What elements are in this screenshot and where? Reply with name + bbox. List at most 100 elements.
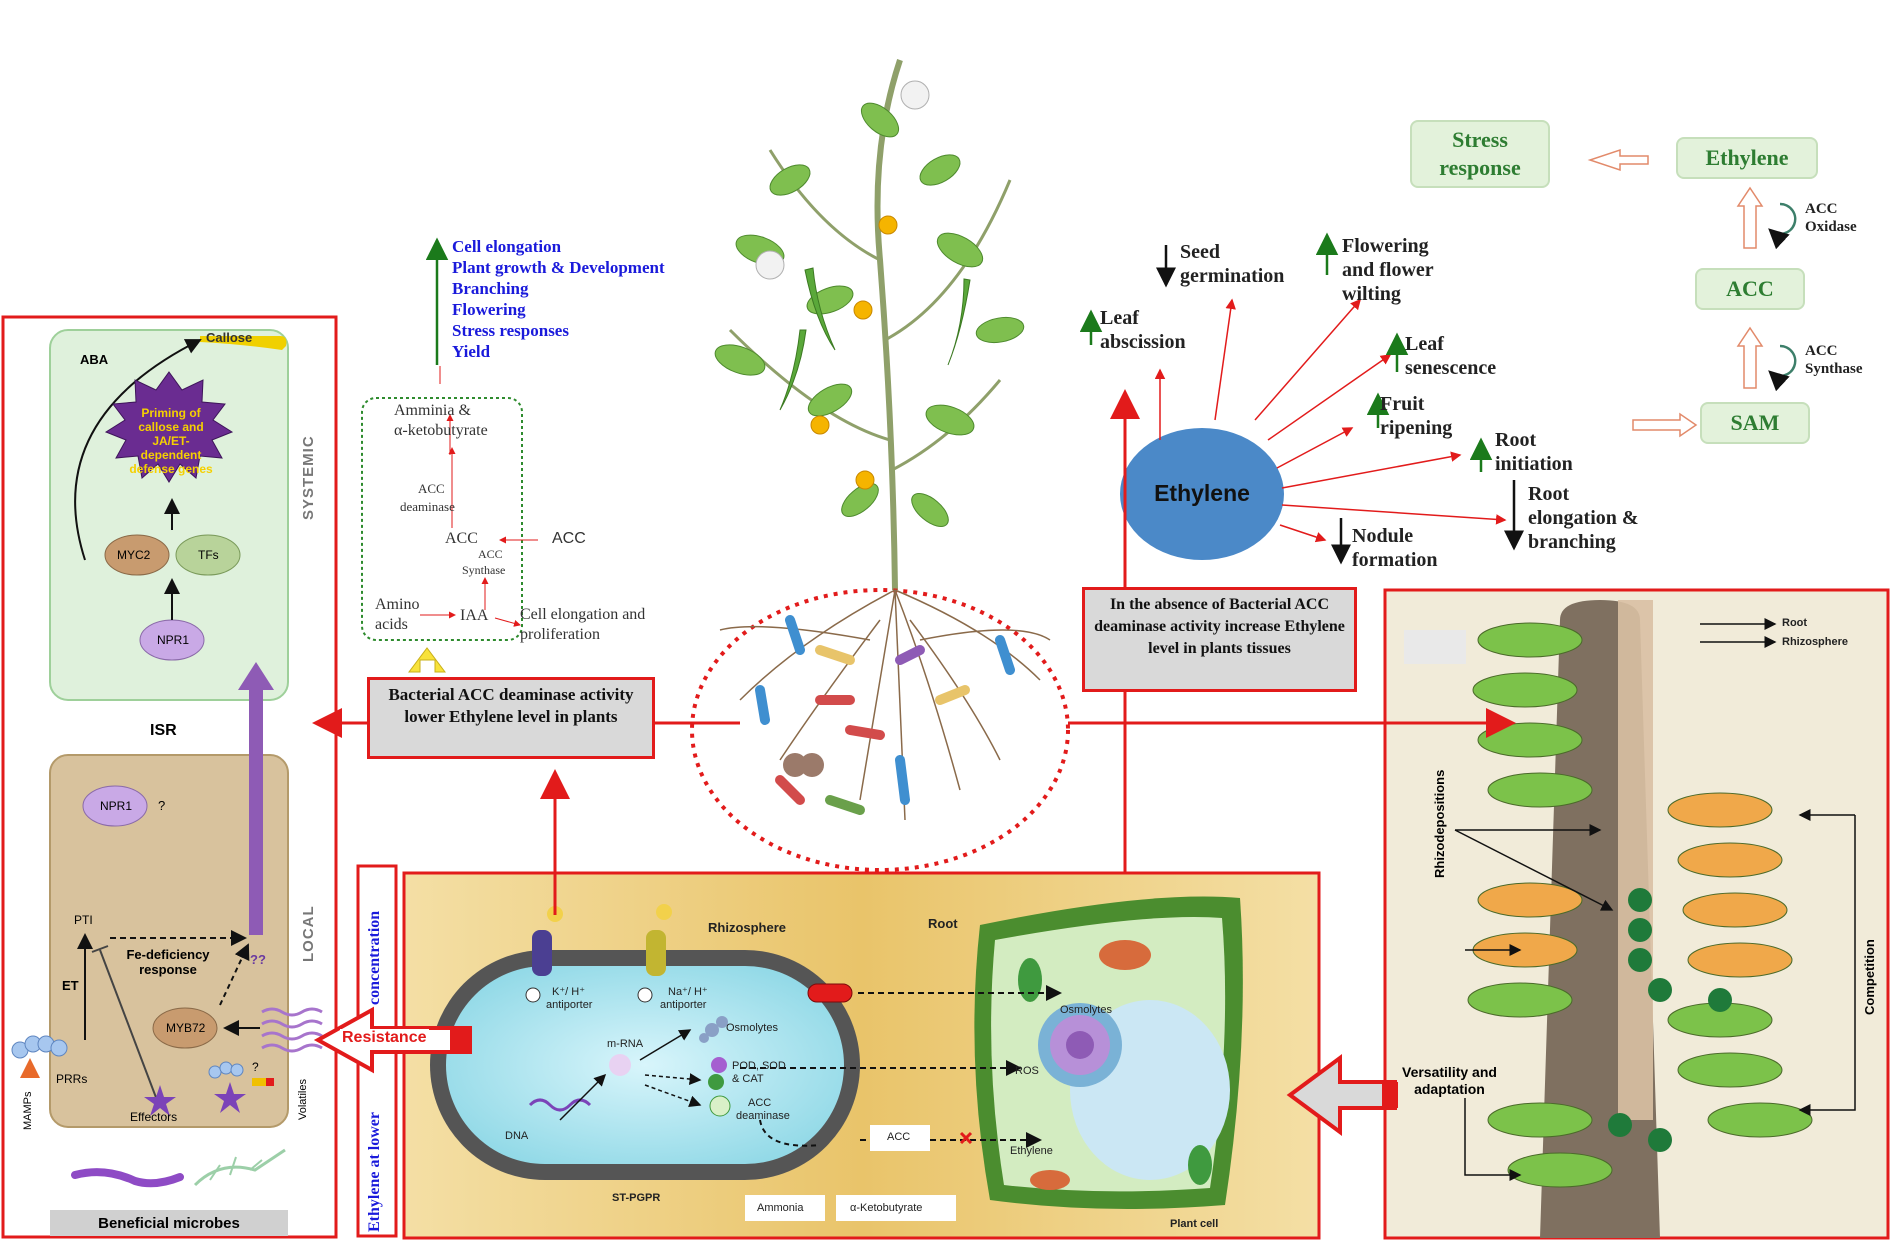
mrna-label: m-RNA bbox=[607, 1038, 644, 1050]
acc-right-label: ACC bbox=[552, 530, 586, 547]
myc2-label: MYC2 bbox=[117, 548, 151, 562]
benefit-item: Yield bbox=[452, 342, 491, 361]
rhizo-bacterium bbox=[1707, 1102, 1813, 1138]
bacterial-acc-text: Bacterial ACC deaminase activity lower E… bbox=[388, 685, 634, 726]
left-panel-frame bbox=[1, 315, 338, 1239]
rhizodeposit bbox=[1628, 888, 1652, 912]
ethylene-bottom-label: Ethylene bbox=[1010, 1145, 1053, 1157]
ethylene-lower-label-2: concentration bbox=[366, 910, 383, 1005]
k-antiporter-label: K⁺/ H⁺antiporter bbox=[546, 986, 593, 1011]
ammonia-label: Ammonia bbox=[757, 1202, 804, 1214]
aketobutyrate-label: α-Ketobutyrate bbox=[850, 1202, 923, 1214]
ethylene-ellipse bbox=[1120, 428, 1284, 560]
rhizo-bacterium bbox=[1677, 1052, 1783, 1088]
tfs-oval bbox=[175, 534, 241, 576]
rhizosphere-label: Rhizosphere bbox=[708, 920, 787, 935]
na-antiporter-label: Na⁺/ H⁺antiporter bbox=[660, 986, 708, 1011]
systemic-box bbox=[49, 329, 289, 701]
arrow-ethylene-to-stress bbox=[1587, 148, 1649, 172]
isr-label: ISR bbox=[150, 722, 177, 739]
absence-acc-text: In the absence of Bacterial ACC deaminas… bbox=[1094, 596, 1345, 657]
volatiles-label: Volatiles bbox=[297, 1079, 309, 1120]
st-pgpr-label: ST-PGPR bbox=[612, 1192, 661, 1204]
tfs-label: TFs bbox=[198, 548, 219, 562]
cell-elong-label-1: Cell elongation and bbox=[520, 606, 646, 623]
rhizodeposit bbox=[1648, 1128, 1672, 1152]
pod-label: POD, SOD& CAT bbox=[732, 1060, 786, 1085]
rhizo-bacterium bbox=[1487, 772, 1593, 808]
rhizo-rhizosphere-label: Rhizosphere bbox=[1782, 636, 1849, 648]
prrs-beads bbox=[11, 1035, 68, 1059]
bacterial-acc-box: Bacterial ACC deaminase activity lower E… bbox=[367, 677, 655, 759]
npr1-local-label: NPR1 bbox=[100, 799, 133, 813]
effectors-label: Effectors bbox=[130, 1110, 178, 1124]
acc-bottom-label: ACC bbox=[887, 1131, 911, 1143]
q2-label: ? bbox=[252, 1060, 259, 1074]
aba-arrow bbox=[74, 339, 202, 561]
yellow-arrow bbox=[408, 647, 446, 673]
mamps-label: MAMPs bbox=[22, 1091, 34, 1131]
dna-label: DNA bbox=[505, 1130, 529, 1142]
rhizo-bacterium bbox=[1687, 942, 1793, 978]
acc-deaminase-label-2: deaminase bbox=[400, 499, 455, 514]
rhizo-bacterium bbox=[1667, 792, 1773, 828]
benefit-item: Cell elongation bbox=[452, 237, 562, 256]
mamps-triangle bbox=[20, 1058, 40, 1078]
competition-label: Competition bbox=[1862, 939, 1877, 1015]
qq-label: ?? bbox=[250, 952, 266, 967]
ethylene-center-label: Ethylene bbox=[1154, 480, 1250, 506]
rhizodeposit bbox=[1648, 978, 1672, 1002]
rhizodeposit bbox=[1628, 918, 1652, 942]
benefit-item: Stress responses bbox=[452, 321, 569, 340]
systemic-label: SYSTEMIC bbox=[300, 435, 317, 520]
acc-center-label: ACC bbox=[445, 530, 478, 547]
prrs-label: PRRs bbox=[56, 1072, 88, 1086]
rhizodeposit bbox=[1628, 948, 1652, 972]
benefit-item: Plant growth & Development bbox=[452, 258, 665, 277]
osmolytes-label: Osmolytes bbox=[726, 1022, 778, 1034]
rhizo-bacterium bbox=[1477, 622, 1583, 658]
benefit-item: Branching bbox=[452, 279, 529, 298]
myc2-oval bbox=[104, 534, 170, 576]
rhizo-bacterium bbox=[1507, 1152, 1613, 1188]
local-label: LOCAL bbox=[300, 905, 317, 962]
rhizo-bacterium bbox=[1477, 722, 1583, 758]
pathway-box bbox=[361, 397, 523, 641]
arrow-into-sam bbox=[1632, 412, 1698, 438]
osmolytes-plant-label: Osmolytes bbox=[1060, 1004, 1112, 1016]
effector-star-2 bbox=[214, 1082, 246, 1113]
ros-label: ROS bbox=[1015, 1065, 1039, 1077]
beneficial-bar bbox=[50, 1210, 288, 1236]
beneficial-microbes-label: Beneficial microbes bbox=[98, 1215, 240, 1232]
acc-deaminase-label-1: ACC bbox=[418, 481, 445, 496]
arrow-acc-to-ethylene bbox=[1736, 186, 1764, 249]
effector-star-1 bbox=[144, 1085, 176, 1116]
ketobutyrate-label: α-ketobutyrate bbox=[394, 422, 488, 439]
iaa-label: IAA bbox=[460, 607, 489, 624]
ethylene-box: Ethylene bbox=[1676, 137, 1818, 179]
acc-box: ACC bbox=[1695, 268, 1805, 310]
sam-box: SAM bbox=[1700, 402, 1810, 444]
rhizo-bacterium bbox=[1677, 842, 1783, 878]
myb72-label: MYB72 bbox=[166, 1021, 206, 1035]
acc-synthase-cycle bbox=[1768, 344, 1797, 392]
benefit-item: Flowering bbox=[452, 300, 526, 319]
resistance-label: Resistance bbox=[340, 1029, 429, 1047]
acc-oxidase-cycle bbox=[1768, 202, 1797, 250]
acc-synthase-label-2: Synthase bbox=[462, 563, 506, 577]
rhizo-root-label: Root bbox=[1782, 617, 1808, 629]
callose-label: Callose bbox=[206, 330, 253, 345]
root-label: Root bbox=[928, 916, 958, 931]
